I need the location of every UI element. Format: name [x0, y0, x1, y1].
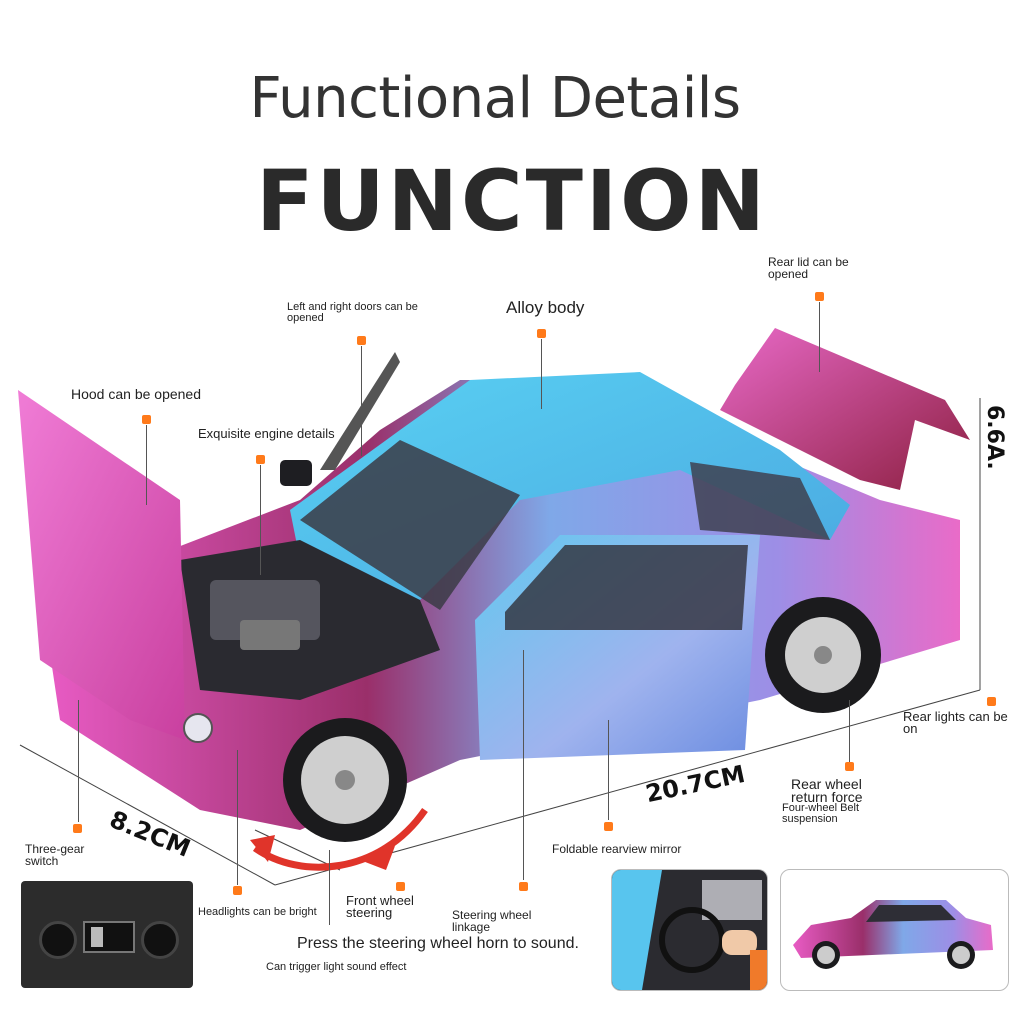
callout-line [260, 465, 261, 575]
label-rear-wheel: Rear wheel return force [791, 776, 863, 805]
callout-line [361, 346, 362, 456]
callout-dot [256, 455, 265, 464]
callout-dot [519, 882, 528, 891]
front-wheel [283, 718, 407, 842]
label-engine: Exquisite engine details [198, 426, 335, 441]
label-mirror: Foldable rearview mirror [552, 842, 682, 856]
callout-dot [233, 886, 242, 895]
switch-button-left [39, 921, 77, 959]
callout-line [146, 425, 147, 505]
callout-dot [73, 824, 82, 833]
callout-line [329, 850, 330, 925]
label-hood: Hood can be opened [71, 386, 201, 402]
label-switch: Three-gear switch [25, 842, 85, 868]
side-view-illustration [793, 900, 993, 969]
callout-line [523, 650, 524, 880]
callout-dot [815, 292, 824, 301]
page-title: FUNCTION [256, 152, 768, 250]
windshield [300, 440, 520, 610]
switch-photo [21, 881, 193, 988]
label-steering-linkage: Steering wheel linkage [452, 908, 532, 934]
interior-photo [611, 869, 768, 991]
callout-line [849, 700, 850, 762]
label-rear-lid: Rear lid can be opened [768, 255, 849, 281]
callout-dot [537, 329, 546, 338]
callout-line [237, 750, 238, 885]
steering-arrow [252, 808, 428, 871]
rear-wheel [765, 597, 881, 713]
rear-lid [720, 328, 970, 490]
label-trigger: Can trigger light sound effect [266, 961, 407, 973]
callout-dot [604, 822, 613, 831]
dimension-height: 6.6A. [982, 405, 1007, 470]
callout-line [541, 339, 542, 409]
mirror [280, 460, 312, 486]
page-heading: Functional Details [249, 66, 741, 131]
label-horn: Press the steering wheel horn to sound. [297, 935, 579, 952]
side-view-photo [780, 869, 1009, 991]
left-door [320, 352, 400, 470]
interior-illustration [612, 870, 767, 990]
side-window [690, 462, 830, 540]
switch-slider [83, 921, 135, 953]
callout-dot [396, 882, 405, 891]
label-doors: Left and right doors can be opened [287, 301, 418, 324]
hood [18, 390, 185, 740]
label-suspension: Four-wheel Belt suspension [782, 802, 860, 825]
label-rear-lights: Rear lights can be on [903, 709, 1008, 736]
label-alloy-body: Alloy body [506, 298, 585, 317]
callout-dot [845, 762, 854, 771]
callout-line [608, 720, 609, 820]
callout-line [819, 302, 820, 372]
callout-dot [142, 415, 151, 424]
switch-button-right [141, 921, 179, 959]
label-headlights: Headlights can be bright [198, 906, 317, 918]
callout-dot [987, 697, 996, 706]
headlight [183, 713, 213, 743]
callout-dot [357, 336, 366, 345]
callout-line [78, 700, 79, 822]
label-front-steering: Front wheel steering [346, 893, 414, 920]
